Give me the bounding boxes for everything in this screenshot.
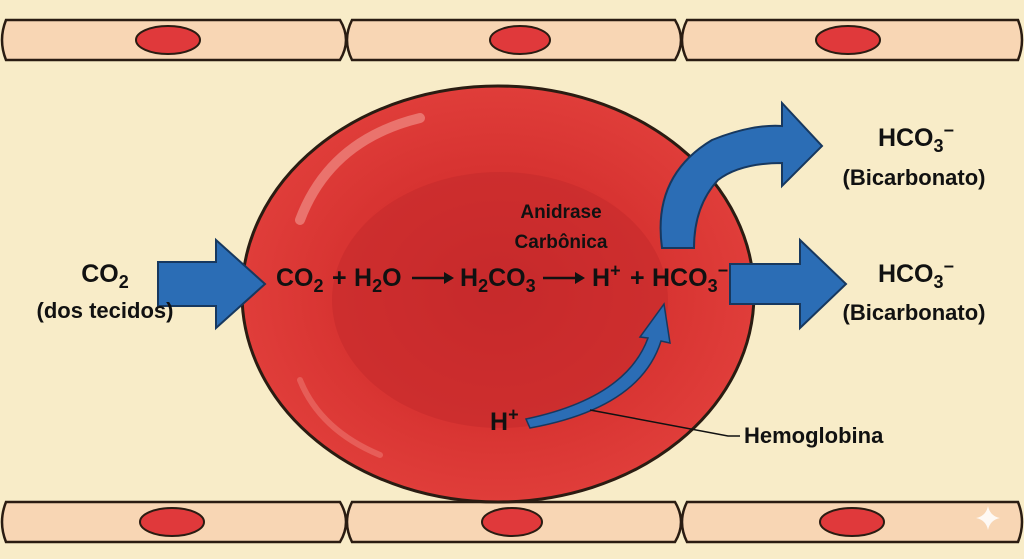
curved-arrow-icon [659, 100, 824, 249]
formula-text: HCO [877, 124, 934, 152]
formula-text: HCO [652, 264, 708, 292]
subscript: 2 [478, 276, 489, 296]
subscript: 3 [707, 276, 718, 296]
vessel-wall-bottom [0, 500, 1024, 544]
formula-text: CO [276, 264, 314, 292]
reaction-arrow [412, 272, 454, 284]
product-formula-lower: HCO3− [836, 258, 996, 291]
cell-nucleus [481, 507, 543, 537]
product-bicarbonate: HCO3− [652, 262, 728, 295]
cell-nucleus [139, 507, 205, 537]
formula-text: H [354, 264, 373, 292]
plus-sign: + [630, 264, 645, 292]
formula-text: CO [81, 260, 119, 288]
enzyme-label-line1: Anidrase [520, 202, 602, 223]
formula-text: H [592, 264, 611, 292]
intermediate-h2co3: H2CO3 [460, 264, 536, 296]
hemoglobin-label: Hemoglobina [744, 423, 884, 448]
reactant-h2o: H2O [354, 264, 402, 296]
cell-nucleus [819, 507, 885, 537]
formula-text: CO [488, 264, 526, 292]
superscript: − [717, 260, 729, 281]
formula-text: O [382, 264, 402, 292]
superscript: + [610, 260, 621, 281]
enzyme-label-line2: Carbônica [514, 232, 608, 253]
subscript: 2 [372, 276, 383, 296]
cell-nucleus [135, 25, 201, 55]
co2-source-formula: CO2 [64, 260, 146, 292]
reactant-co2: CO2 [276, 264, 324, 296]
right-arrow-icon [729, 237, 848, 331]
right-arrow-icon [157, 237, 267, 331]
superscript: + [508, 404, 519, 425]
cell-nucleus [815, 25, 881, 55]
vessel-wall-top [0, 0, 1024, 62]
proton-label: H+ [490, 406, 519, 436]
product-name-lower: (Bicarbonato) [842, 300, 986, 325]
subscript: 2 [118, 272, 129, 292]
cell-nucleus [489, 25, 551, 55]
plus-sign: + [332, 264, 347, 292]
reaction-arrow [543, 272, 585, 284]
formula-text: HCO [877, 260, 934, 288]
formula-text: H [490, 408, 509, 436]
subscript: 2 [313, 276, 324, 296]
hemoglobin-leader-line [589, 409, 740, 437]
subscript: 3 [933, 272, 944, 292]
superscript: − [943, 256, 955, 277]
formula-text: H [460, 264, 479, 292]
product-proton: H+ [592, 262, 621, 292]
product-name-upper: (Bicarbonato) [842, 165, 986, 190]
subscript: 3 [525, 276, 536, 296]
curved-arrow-icon [524, 302, 671, 429]
subscript: 3 [933, 136, 944, 156]
product-formula-upper: HCO3− [836, 122, 996, 155]
superscript: − [943, 120, 955, 141]
sparkle-icon [976, 506, 1000, 530]
co2-source-origin: (dos tecidos) [36, 298, 174, 323]
